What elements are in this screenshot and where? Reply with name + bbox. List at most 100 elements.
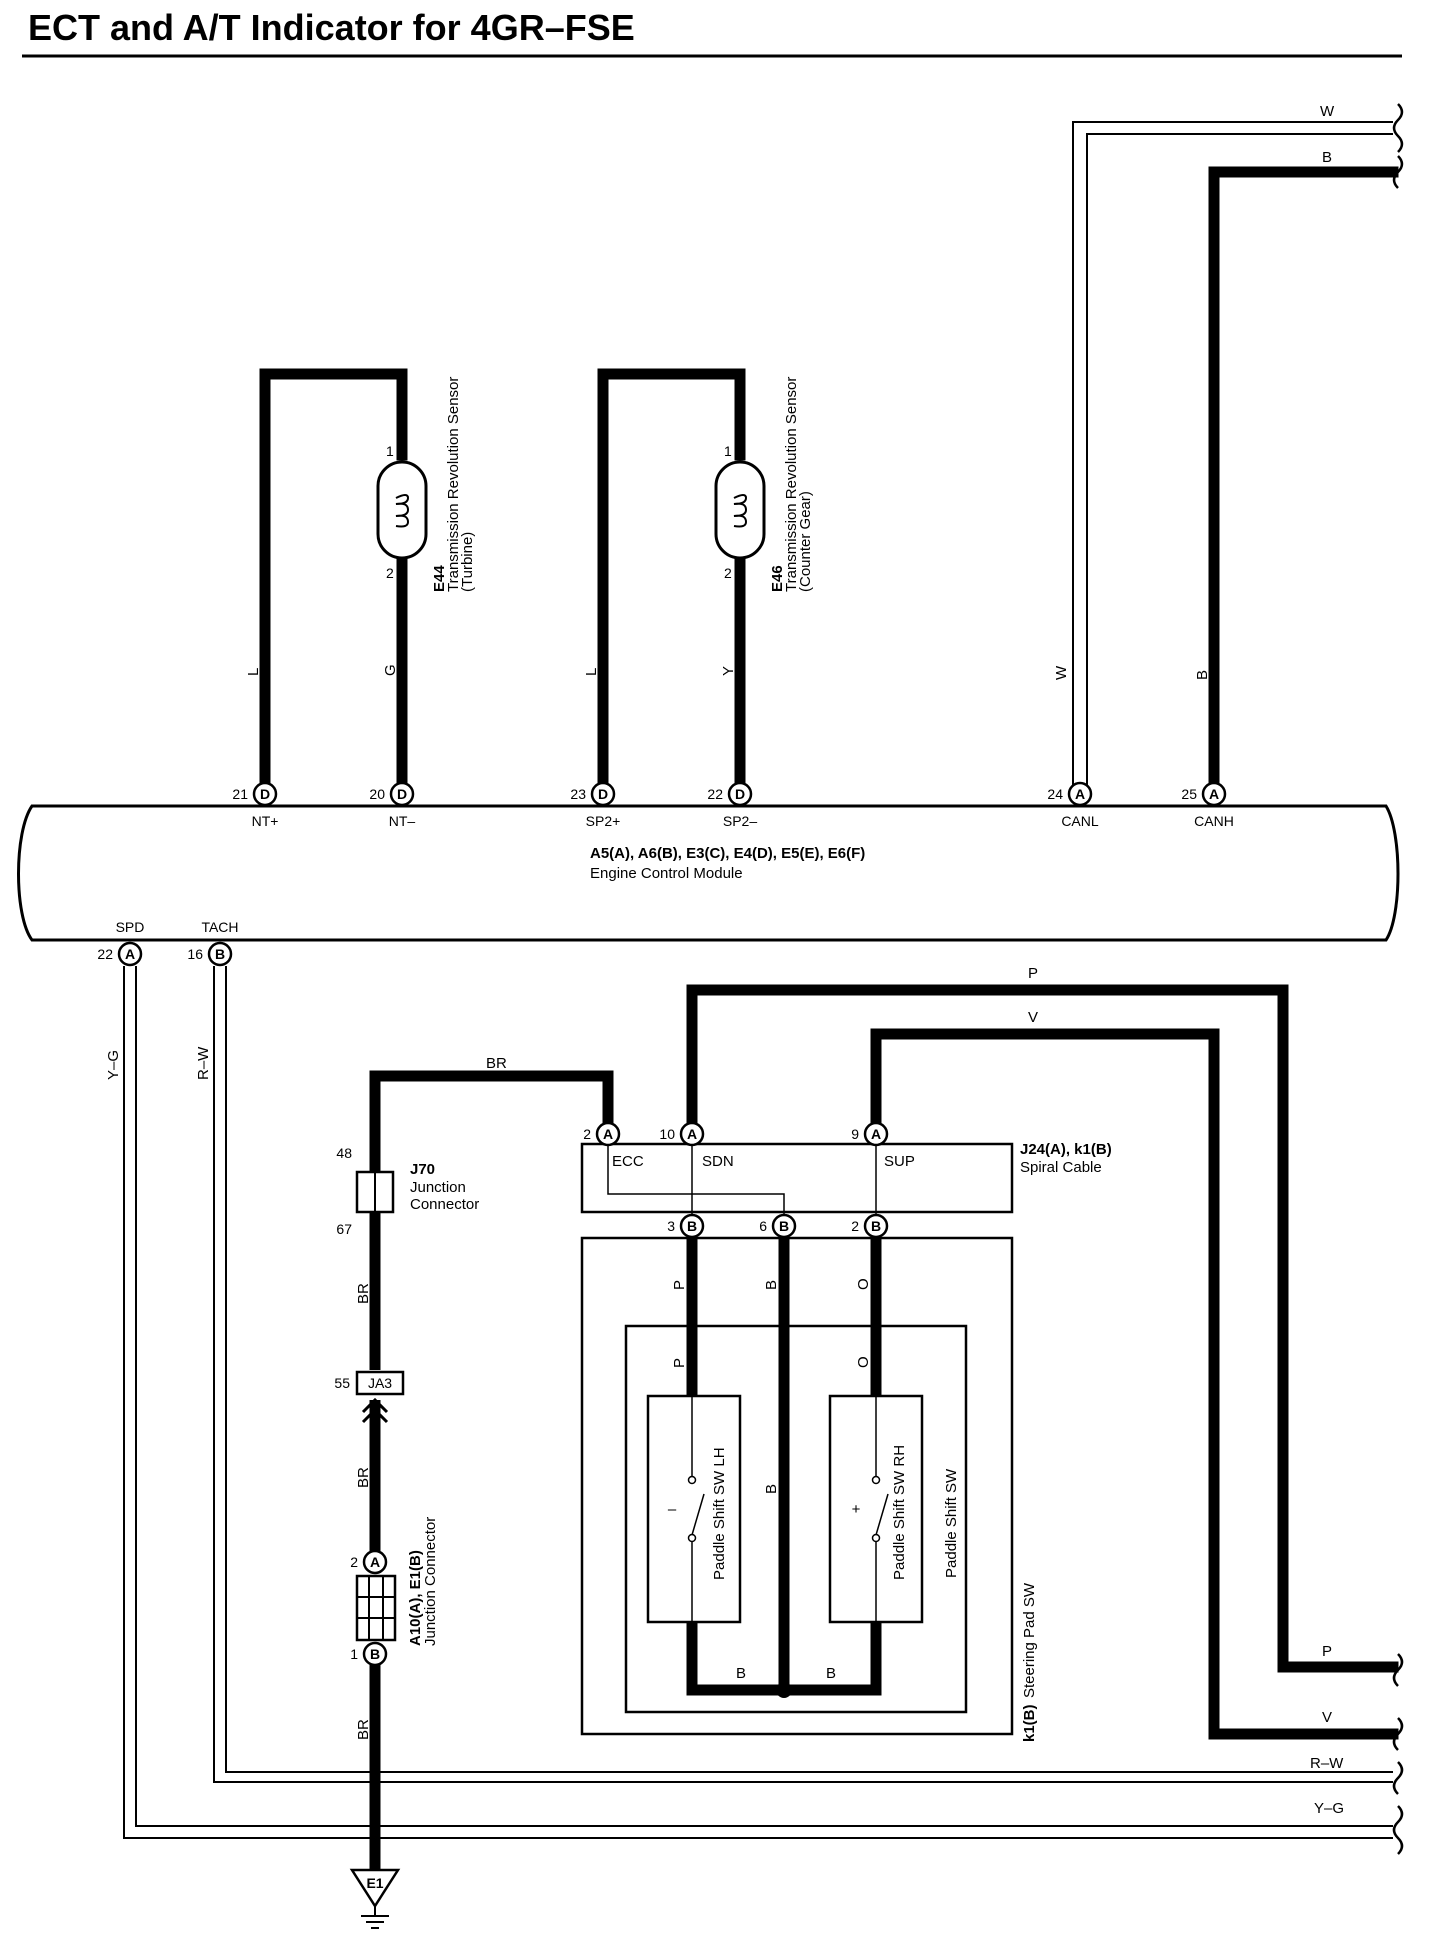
spiral-pin-b2: B 2 [851,1213,889,1239]
svg-text:B: B [826,1665,836,1682]
svg-text:55: 55 [334,1375,350,1391]
a10-junction-connector: A 2 B 1 A10(A), E1(B) Junction Connector [350,1517,439,1667]
svg-text:23: 23 [570,786,586,802]
svg-text:3: 3 [667,1218,675,1234]
wire-label-yg-right: Y–G [1314,1800,1344,1817]
spiral-internal-lines [607,1136,877,1218]
paddle-thick-wires [686,1238,882,1696]
svg-text:B: B [779,1218,789,1234]
svg-text:9: 9 [851,1126,859,1142]
spiral-name: Spiral Cable [1020,1159,1102,1176]
e44-sub: (Turbine) [459,532,476,592]
svg-text:P: P [671,1280,688,1290]
svg-text:22: 22 [97,946,113,962]
paddle-lh-sign: – [668,1501,677,1518]
ecm-top-pins: D 21 NT+ D 20 NT– D 23 SP2+ D 22 SP2– A … [232,781,1234,829]
ecm-codes: A5(A), A6(B), E3(C), E4(D), E5(E), E6(F) [590,845,865,862]
svg-text:J70: J70 [410,1161,435,1178]
svg-text:CANH: CANH [1194,813,1234,829]
e46-sub: (Counter Gear) [797,491,814,592]
spiral-code: J24(A), k1(B) [1020,1141,1112,1158]
svg-text:k1(B): k1(B) [1021,1704,1038,1742]
j70-connector: 48 67 J70 Junction Connector [336,1145,479,1237]
wire-v [870,1028,1399,1740]
svg-text:B: B [370,1646,380,1662]
spiral-bottom-pins: B 3 B 6 B 2 [667,1213,889,1239]
svg-text:2: 2 [583,1126,591,1142]
spiral-pin-b6: B 6 [759,1213,797,1239]
svg-text:A: A [1209,786,1219,802]
pin-nt-plus: D 21 NT+ [232,781,278,829]
wire-e46-l [597,368,746,790]
spiral-pin-ecc: A 2 [583,1121,621,1147]
svg-text:B: B [763,1280,780,1290]
ecm-name: Engine Control Module [590,865,743,882]
wire-label-br-2: BR [355,1283,372,1304]
pin-tach: TACH B 16 [187,919,239,967]
e44-pin-1: 1 [386,443,394,459]
paddle-rh-label: Paddle Shift SW RH [891,1445,908,1580]
svg-text:67: 67 [336,1221,352,1237]
svg-text:2: 2 [851,1218,859,1234]
ecm-bottom-pins: SPD A 22 TACH B 16 [97,919,239,967]
wire-canl-w [1072,121,1393,786]
svg-text:Junction: Junction [410,1179,466,1196]
steering-pad-box [580,1236,1014,1736]
wire-rw-a [213,966,1393,1783]
wire-label-rw: R–W [195,1046,212,1080]
svg-text:A: A [370,1554,380,1570]
svg-text:Junction Connector: Junction Connector [422,1517,439,1646]
spiral-pin-sup: A 9 [851,1121,889,1147]
svg-text:10: 10 [659,1126,675,1142]
wire-break-marks [1392,103,1404,1855]
spiral-cable-box [580,1142,1014,1214]
svg-text:21: 21 [232,786,248,802]
svg-text:24: 24 [1047,786,1063,802]
svg-text:B: B [687,1218,697,1234]
svg-text:6: 6 [759,1218,767,1234]
steering-wire-labels: P B O P O B B B [671,1278,872,1682]
svg-text:SP2–: SP2– [723,813,757,829]
svg-text:A: A [125,946,135,962]
wire-label-can-b-right: B [1322,149,1332,166]
e44-pin-2: 2 [386,565,394,581]
svg-text:B: B [763,1484,780,1494]
spiral-pin-b3: B 3 [667,1213,705,1239]
svg-text:CANL: CANL [1061,813,1099,829]
svg-text:D: D [598,786,608,802]
paddle-lh-label: Paddle Shift SW LH [711,1447,728,1580]
wire-rw-b [225,966,1393,1773]
paddle-switch-rh: + Paddle Shift SW RH [828,1394,924,1624]
wire-label-p-bottom: P [1322,1643,1332,1660]
svg-text:D: D [397,786,407,802]
svg-text:20: 20 [369,786,385,802]
pin-nt-minus: D 20 NT– [369,781,415,829]
svg-text:P: P [671,1358,688,1368]
wire-label-v-bottom: V [1322,1709,1332,1726]
svg-text:B: B [736,1665,746,1682]
page-title: ECT and A/T Indicator for 4GR–FSE [28,7,635,48]
svg-text:SPD: SPD [116,919,145,935]
sensor-wires [259,166,1399,790]
wire-canh-b [1208,166,1399,790]
svg-text:A: A [687,1126,697,1142]
svg-text:1: 1 [350,1646,358,1662]
svg-text:22: 22 [707,786,723,802]
wire-label-sp2-minus: Y [720,666,737,676]
svg-text:O: O [855,1356,872,1368]
wire-label-canh: B [1194,670,1211,680]
wire-label-br-4: BR [355,1719,372,1740]
paddle-shift-box [624,1324,968,1714]
pin-sp2-plus: D 23 SP2+ [570,781,620,829]
sensor-e44: 1 2 E44 Transmission Revolution Sensor (… [376,377,476,592]
wire-label-br-3: BR [355,1467,372,1488]
svg-text:Connector: Connector [410,1196,479,1213]
e46-code: E46 [769,565,786,592]
wire-label-rw-right: R–W [1310,1755,1344,1772]
wire-yg-a [123,966,1393,1839]
svg-text:D: D [260,786,270,802]
pin-canl: A 24 CANL [1047,781,1099,829]
svg-text:A10(A), E1(B): A10(A), E1(B) [407,1550,424,1646]
pin-sp2-minus: D 22 SP2– [707,781,757,829]
